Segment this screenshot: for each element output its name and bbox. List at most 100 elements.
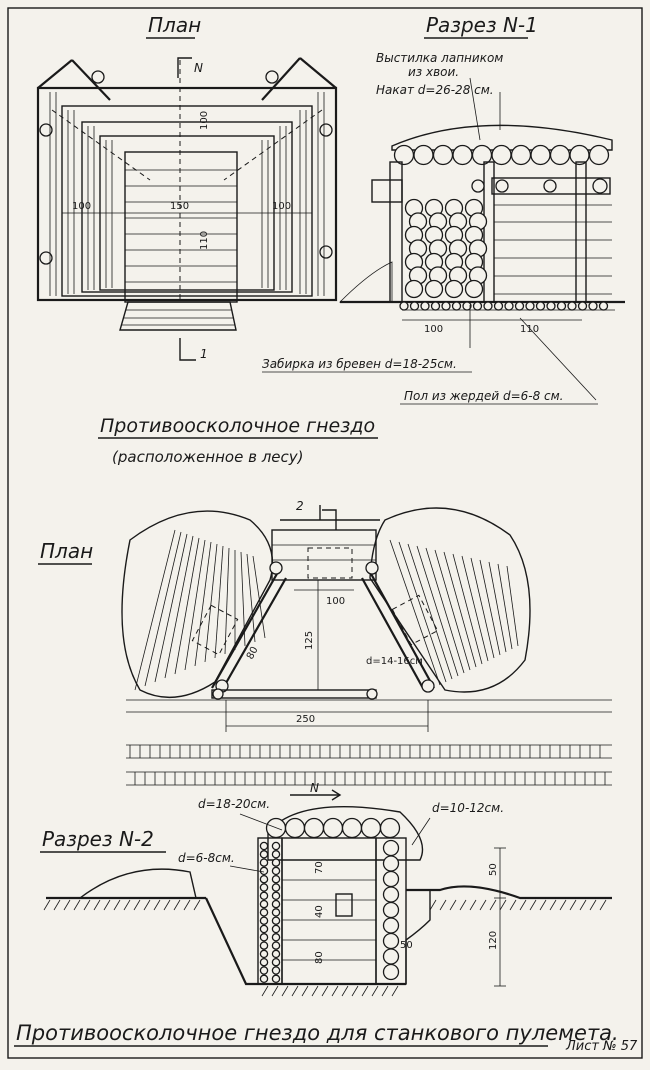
- section1-note-roof: Накат d=26-28 см.: [376, 83, 494, 97]
- section2-dim-80: 80: [314, 951, 325, 964]
- footer-caption: Противоосколочное гнездо для станкового …: [16, 1021, 619, 1045]
- ground-tick: [321, 985, 329, 997]
- floor-pole: [504, 301, 514, 311]
- section2-dim-70: 70: [314, 861, 325, 874]
- hatch-line: [204, 543, 218, 663]
- ground-tick: [53, 899, 61, 911]
- pole: [259, 966, 269, 975]
- pole: [259, 908, 269, 917]
- section-2: Разрез N-2 d=18-20см. d=10-12см. d=6-8см…: [40, 797, 612, 997]
- ground-tick: [589, 899, 597, 911]
- pole: [259, 974, 269, 984]
- floor-pole: [441, 301, 451, 311]
- ground-tick: [459, 899, 467, 911]
- section2-log-right: d=10-12см.: [432, 801, 504, 815]
- ground-tick: [499, 899, 507, 911]
- ground-tick: [281, 985, 289, 997]
- ground-tick: [489, 899, 497, 911]
- dim-top-depth: 100: [199, 111, 210, 130]
- pole: [271, 916, 281, 925]
- hatch-line: [194, 541, 212, 667]
- ground-tick: [549, 899, 557, 911]
- pole: [259, 891, 269, 901]
- ground-tick: [559, 899, 567, 911]
- hatch-line: [389, 539, 441, 686]
- section-mark-1: [179, 338, 196, 361]
- ground-tick: [469, 899, 477, 911]
- ground-tick: [449, 899, 457, 911]
- floor-pole: [472, 301, 483, 311]
- ground-tick: [183, 899, 191, 911]
- pole: [271, 866, 281, 876]
- ground-tick: [341, 985, 349, 997]
- roof-log: [303, 817, 325, 839]
- ground-tick: [163, 899, 171, 911]
- roof-log: [322, 817, 344, 839]
- section1-dim-right: 110: [520, 324, 539, 335]
- hatch-line: [461, 555, 489, 662]
- wall-log: [382, 886, 400, 903]
- wall-log: [382, 963, 400, 981]
- plan2-dim-length: 125: [304, 631, 315, 650]
- pole: [259, 949, 269, 959]
- pole: [271, 924, 281, 934]
- floor-pole: [399, 301, 409, 311]
- ground-tick: [123, 899, 131, 911]
- floor-pole: [525, 301, 535, 311]
- ground-tick: [331, 985, 339, 997]
- hatch-line: [479, 559, 501, 656]
- plan2-dim-log: d=14-16см: [366, 656, 423, 667]
- pole: [271, 949, 281, 959]
- pole: [259, 866, 269, 876]
- hatch-line: [434, 549, 471, 671]
- pole: [271, 966, 281, 975]
- hatch-line: [214, 545, 224, 659]
- section1-note-wall: Забирка из бревен d=18-25см.: [262, 357, 457, 371]
- pole: [259, 933, 269, 942]
- roof-log: [510, 144, 532, 166]
- wall-log: [382, 917, 400, 934]
- dim-left-width: 100: [72, 201, 91, 212]
- ground-tick: [143, 899, 151, 911]
- hatch-line: [425, 547, 465, 674]
- ground-tick: [371, 985, 379, 997]
- pole: [271, 974, 281, 984]
- ground-tick: [391, 985, 399, 997]
- ground-tick: [301, 985, 309, 997]
- pole: [259, 916, 269, 925]
- top-plan-steps: [119, 301, 237, 331]
- pole: [259, 874, 269, 884]
- ground-tick: [193, 899, 201, 911]
- pole: [271, 899, 281, 909]
- plan-2: План 2 100: [38, 499, 612, 801]
- ground-tick: [509, 899, 517, 911]
- top-plan-heading: План: [148, 13, 201, 37]
- nest-title: Противоосколочное гнездо: [100, 415, 375, 437]
- section1-note-lining2: из хвои.: [408, 65, 459, 79]
- ground-tick: [439, 899, 447, 911]
- ground-tick: [43, 899, 51, 911]
- roof-log: [452, 144, 473, 166]
- plan2-dim-width-inner: 100: [326, 596, 345, 607]
- floor-pole: [556, 301, 567, 311]
- hatch-line: [184, 539, 206, 671]
- hatch-line: [416, 545, 459, 677]
- roof-log: [413, 144, 434, 166]
- plan2-dim-front: 250: [296, 714, 315, 725]
- floor-pole: [588, 301, 598, 311]
- ground-tick: [153, 899, 161, 911]
- section1-note-floor: Пол из жердей d=6-8 см.: [404, 389, 564, 403]
- dim-center-width: 150: [170, 201, 189, 212]
- sheet-border: [7, 7, 643, 1059]
- pole: [259, 841, 269, 851]
- floor-pole: [567, 301, 577, 311]
- floor-pole: [483, 301, 493, 311]
- roof-log: [549, 144, 571, 166]
- hatch-line: [144, 531, 182, 687]
- ground-tick: [93, 899, 101, 911]
- floor-pole: [493, 301, 504, 311]
- section2-heading: Разрез N-2: [42, 827, 154, 851]
- section-1: Разрез N-1 Выстилка лапником из хвои. На…: [262, 13, 625, 405]
- hatch-line: [224, 547, 230, 655]
- floor-pole: [514, 301, 525, 311]
